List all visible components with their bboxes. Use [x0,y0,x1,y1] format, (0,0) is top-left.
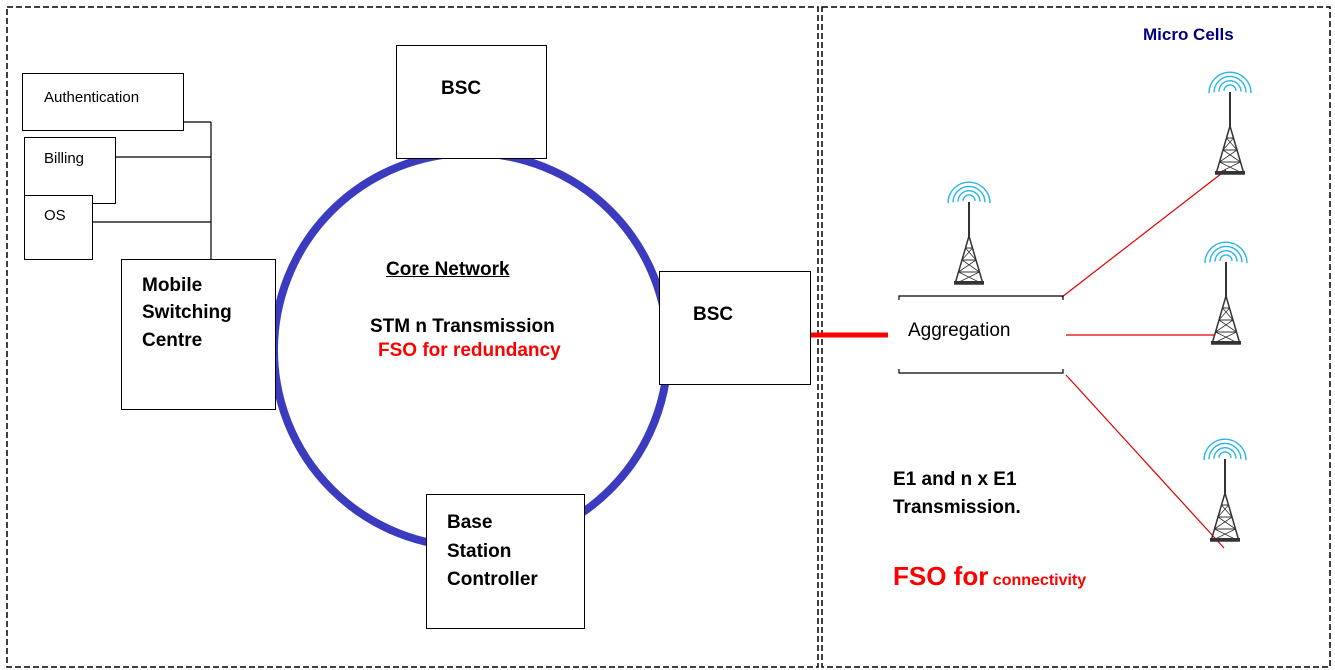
aggregation-label: Aggregation [908,320,1011,341]
fso-for-text: FSO for [893,561,989,591]
mobile-switching-centre-box [121,259,276,410]
core-redundancy-label: FSO for redundancy [378,340,561,361]
core-network-title: Core Network [386,259,510,280]
fso-connectivity-label: FSO for connectivity [893,561,1086,592]
msc-label-line3: Centre [142,330,203,351]
micro-cells-title: Micro Cells [1143,25,1234,44]
aggregation-frame [898,295,1064,374]
core-transmission-label: STM n Transmission [370,316,555,337]
bsc-right-box [659,271,811,385]
micro-cell-links [1061,169,1227,549]
billing-box [24,137,116,204]
radio-tower-icon [1203,438,1247,542]
radio-tower-icon [947,181,991,285]
authentication-box [22,73,184,131]
access-transmission-line2: Transmission. [893,497,1021,518]
radio-tower-icon [1208,71,1252,175]
bsc-bottom-line1: Base [447,512,493,533]
access-region-border [821,6,1331,668]
radio-tower-icon [1204,241,1248,345]
connectivity-text: connectivity [992,572,1087,589]
billing-label: Billing [44,150,85,167]
radio-towers [947,71,1252,542]
base-station-controller-box [426,494,585,629]
support-connectors [92,121,212,260]
core-region-border [6,6,819,668]
msc-label-line1: Mobile [142,275,203,296]
bsc-top-box [396,45,547,159]
bsc-right-label: BSC [693,304,734,325]
bsc-top-label: BSC [441,78,482,99]
bsc-bottom-line3: Controller [447,569,538,590]
access-transmission-line1: E1 and n x E1 [893,469,1017,490]
authentication-label: Authentication [44,89,140,106]
bsc-bottom-line2: Station [447,541,512,562]
os-label: OS [44,207,66,224]
os-box [24,195,93,260]
msc-label-line2: Switching [142,302,232,323]
